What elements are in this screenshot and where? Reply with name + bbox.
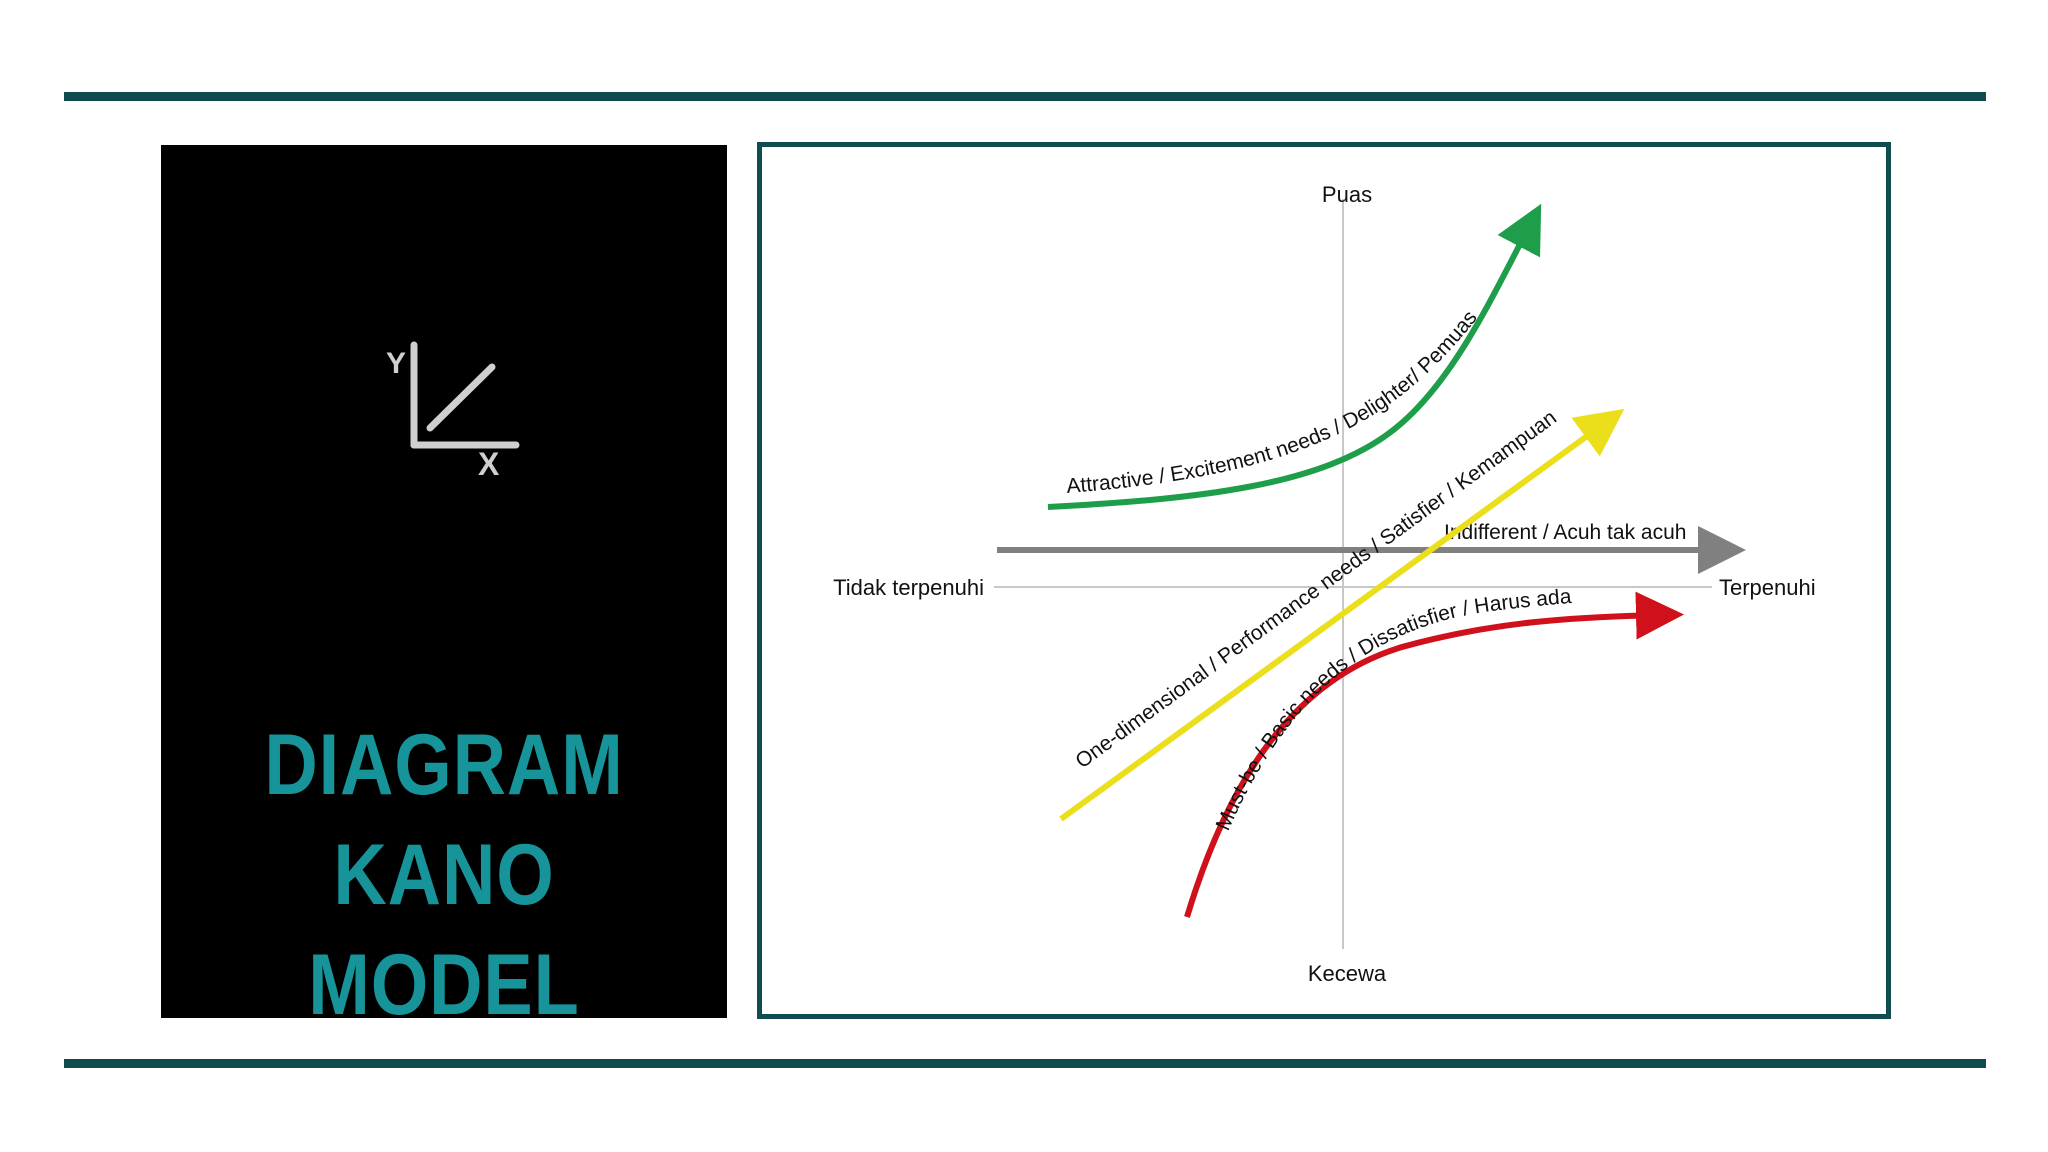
- axis-label-bottom: Kecewa: [1308, 961, 1387, 986]
- graph-axes-icon: Y X: [386, 341, 520, 482]
- bottom-rule: [64, 1059, 1986, 1068]
- title-line-2: KANO: [333, 827, 555, 923]
- attractive-curve: [1047, 203, 1542, 510]
- must-be-curve: [1184, 591, 1684, 918]
- title-line-3: MODEL: [308, 937, 580, 1033]
- icon-x-label: X: [478, 446, 500, 482]
- axis-label-left: Tidak terpenuhi: [833, 575, 984, 600]
- slide-title: DIAGRAM KANO MODEL: [201, 710, 688, 1040]
- one-dimensional-label: One-dimensional / Performance needs / Sa…: [1071, 406, 1561, 773]
- axis-label-top: Puas: [1322, 182, 1372, 207]
- indifferent-label: Indifferent / Acuh tak acuh: [1444, 521, 1686, 544]
- top-rule: [64, 92, 1986, 101]
- one-dimensional-label-path: One-dimensional / Performance needs / Sa…: [1071, 406, 1561, 773]
- kano-diagram-frame: Puas Kecewa Tidak terpenuhi Terpenuhi In…: [757, 142, 1891, 1019]
- kano-diagram: Puas Kecewa Tidak terpenuhi Terpenuhi In…: [833, 182, 1816, 986]
- one-dimensional-curve: [1059, 408, 1625, 822]
- axis-label-right: Terpenuhi: [1719, 575, 1816, 600]
- icon-y-label: Y: [386, 347, 406, 380]
- title-line-1: DIAGRAM: [264, 717, 624, 813]
- title-panel: Y X DIAGRAM KANO MODEL: [161, 145, 727, 1033]
